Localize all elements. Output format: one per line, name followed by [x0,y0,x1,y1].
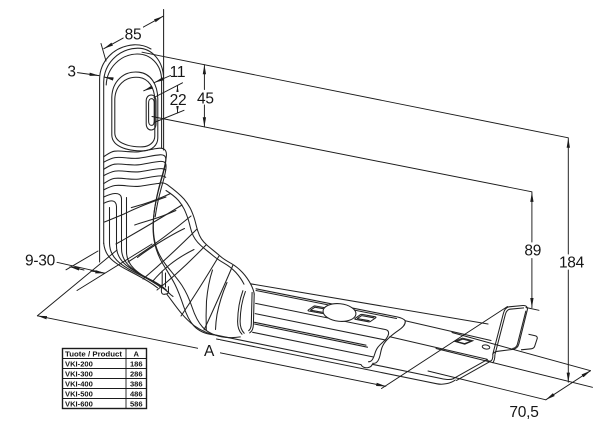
svg-text:286: 286 [130,369,143,378]
svg-text:85: 85 [125,27,142,44]
svg-text:VKI-600: VKI-600 [65,399,93,408]
svg-text:586: 586 [130,399,143,408]
svg-text:VKI-400: VKI-400 [65,379,93,388]
svg-text:184: 184 [559,255,585,272]
svg-text:486: 486 [130,389,143,398]
svg-text:A: A [134,349,140,358]
svg-text:3: 3 [67,64,75,81]
svg-text:A: A [204,343,215,360]
svg-text:45: 45 [197,90,214,107]
svg-text:9-30: 9-30 [25,253,56,270]
svg-text:70,5: 70,5 [509,404,538,421]
svg-text:VKI-500: VKI-500 [65,389,93,398]
svg-text:VKI-300: VKI-300 [65,369,93,378]
svg-text:11: 11 [170,64,186,81]
svg-text:186: 186 [130,359,143,368]
svg-text:386: 386 [130,379,143,388]
svg-text:89: 89 [524,243,541,260]
svg-text:VKI-200: VKI-200 [65,359,93,368]
svg-text:Tuote / Product: Tuote / Product [65,349,122,358]
svg-text:22: 22 [170,92,187,109]
